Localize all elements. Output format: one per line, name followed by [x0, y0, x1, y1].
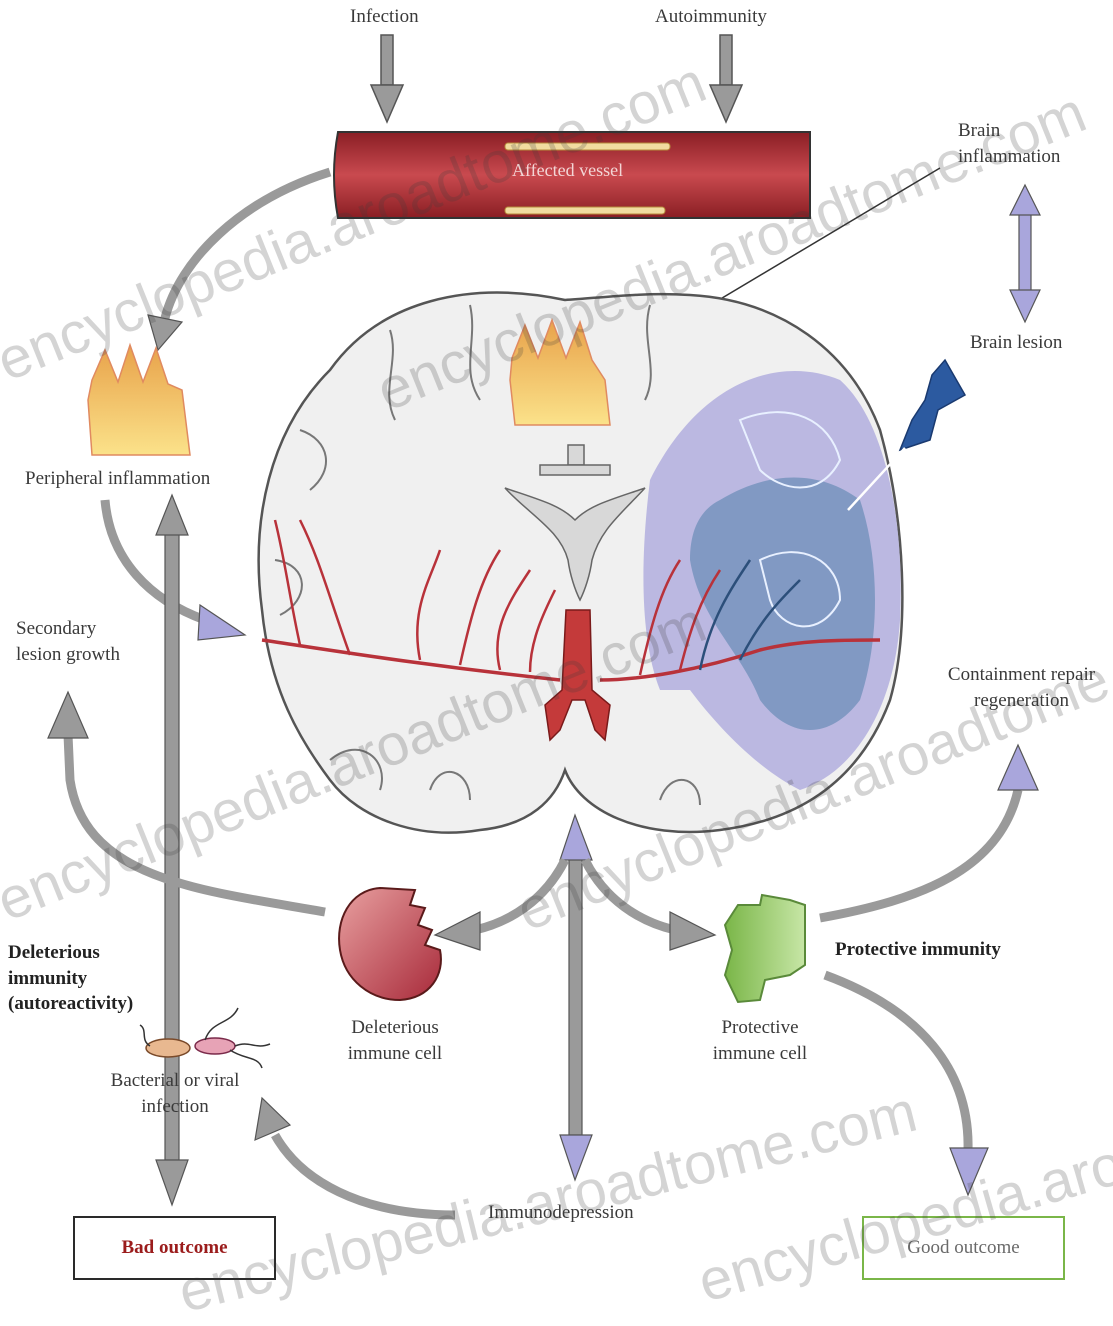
immunodepression-to-infection-arrow — [275, 1135, 455, 1215]
protective-immunity-label: Protective immunity — [835, 937, 1001, 963]
peripheral-inflammation-icon — [88, 345, 190, 455]
brain-to-deleterious-arrowhead — [435, 912, 480, 950]
vessel-label: Affected vessel — [512, 158, 623, 182]
good-outcome-label: Good outcome — [907, 1237, 1019, 1259]
inflammation-lesion-double-arrow — [1010, 185, 1040, 322]
protective-cell-icon — [725, 895, 805, 1002]
lightning-bolt-icon — [900, 360, 965, 450]
immunodepression-to-infection-arrowhead — [255, 1098, 290, 1140]
bad-outcome-label: Bad outcome — [121, 1237, 227, 1259]
protective-cell-label: Protective immune cell — [690, 1015, 830, 1066]
protective-to-good-arrow — [825, 975, 968, 1150]
deleterious-to-secondary-arrow — [68, 735, 325, 912]
secondary-lesion-label: Secondary lesion growth — [16, 616, 120, 667]
containment-label: Containment repair regeneration — [934, 662, 1109, 713]
infection-arrow — [371, 35, 403, 122]
protective-to-containment-arrowhead — [998, 745, 1038, 790]
protective-to-containment-arrow — [820, 790, 1018, 918]
deleterious-cell-icon — [339, 888, 441, 1000]
brain-to-deleterious-arrow — [475, 860, 565, 930]
peripheral-inflammation-label: Peripheral inflammation — [25, 466, 210, 492]
periphery-to-brain-arrowhead — [198, 605, 245, 640]
brain-section — [259, 293, 903, 833]
brain-to-protective-arrowhead — [670, 912, 715, 950]
deleterious-to-secondary-arrowhead — [48, 692, 88, 738]
vessel-to-periphery-arrow — [165, 172, 330, 318]
protective-to-good-arrowhead — [950, 1148, 988, 1195]
bad-outcome-box: Bad outcome — [73, 1216, 276, 1280]
autoimmunity-label: Autoimmunity — [655, 4, 767, 30]
bacteria-icon — [140, 1008, 270, 1068]
autoimmunity-arrow — [710, 35, 742, 122]
brain-inflammation-label: Brain inflammation — [958, 118, 1060, 169]
vessel-to-periphery-arrowhead — [148, 315, 182, 350]
diagram-stage: Infection Autoimmunity Affected vessel B… — [0, 0, 1113, 1284]
brain-to-protective-arrow — [585, 860, 675, 930]
periphery-to-brain-arrow — [105, 500, 205, 620]
infection-label: Infection — [350, 4, 419, 30]
good-outcome-box: Good outcome — [862, 1216, 1065, 1280]
deleterious-immunity-label: Deleterious immunity (autoreactivity) — [8, 940, 133, 1017]
immunodepression-label: Immunodepression — [488, 1200, 634, 1226]
bacterial-infection-label: Bacterial or viral infection — [90, 1068, 260, 1119]
deleterious-cell-label: Deleterious immune cell — [325, 1015, 465, 1066]
brain-lesion-label: Brain lesion — [970, 330, 1062, 356]
